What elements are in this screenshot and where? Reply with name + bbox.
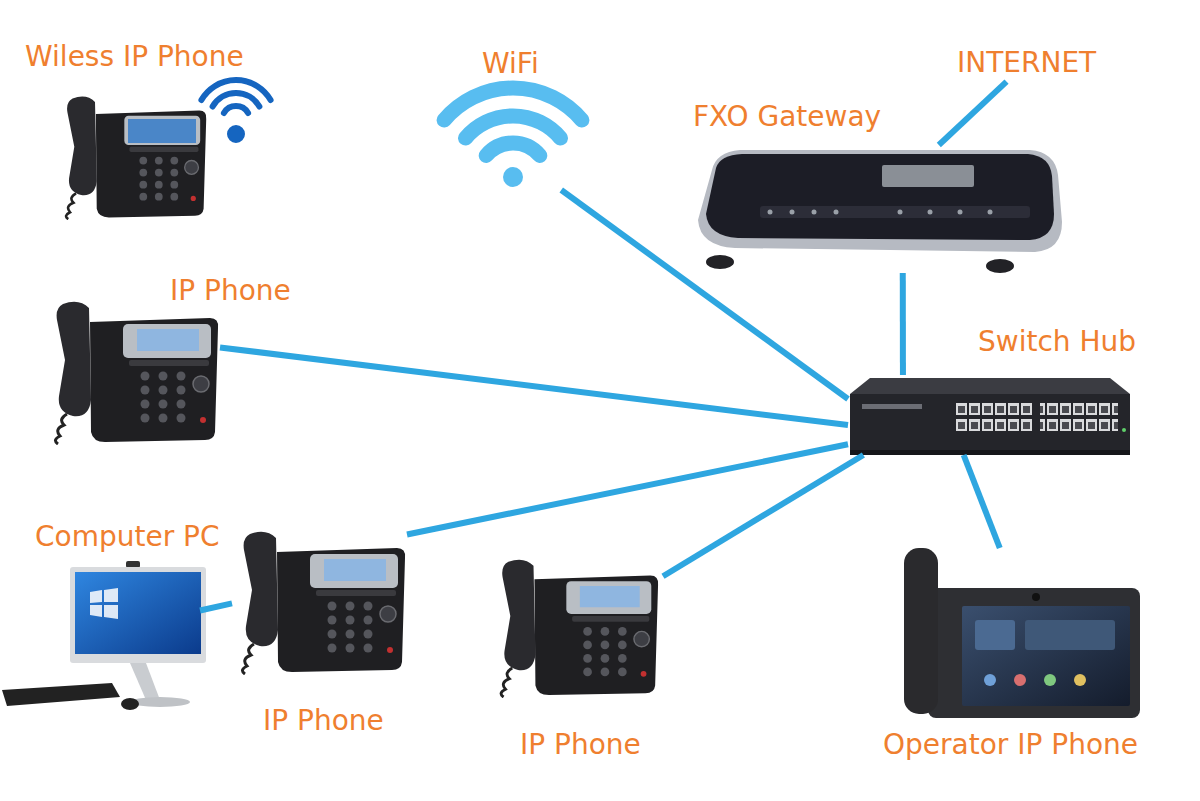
device-label: WiFi bbox=[482, 47, 539, 81]
device-label: IP Phone bbox=[170, 274, 291, 308]
wireless-phone-art bbox=[66, 97, 206, 220]
operator-phone-art bbox=[1074, 674, 1086, 686]
wireless-phone-art bbox=[66, 97, 206, 220]
wifi-icon bbox=[466, 116, 561, 138]
ip-phone-art bbox=[242, 532, 405, 674]
switch-art bbox=[1122, 428, 1126, 432]
network-switch: Switch Hub bbox=[848, 375, 1133, 455]
computer-art bbox=[2, 561, 206, 710]
network-cable bbox=[407, 444, 848, 534]
network-cable bbox=[561, 190, 848, 399]
fxo-gateway-art bbox=[958, 210, 963, 215]
network-cable bbox=[663, 455, 863, 576]
fxo-gateway-art bbox=[698, 150, 1062, 273]
fxo-gateway-art bbox=[790, 210, 795, 215]
operator-phone-art bbox=[904, 548, 938, 714]
wireless-icon bbox=[201, 80, 270, 100]
ip-phone: IP Phone bbox=[488, 558, 663, 698]
network-cable bbox=[964, 455, 1000, 548]
wireless-icon bbox=[213, 93, 260, 107]
fxo-gateway-art bbox=[988, 210, 993, 215]
operator-phone-art bbox=[1044, 674, 1056, 686]
wireless-icon bbox=[226, 124, 246, 144]
computer-art bbox=[75, 572, 201, 654]
computer-art bbox=[70, 567, 206, 663]
wifi-icon bbox=[444, 88, 582, 120]
internet-cloud: INTERNET bbox=[952, 44, 1101, 82]
fxo-gateway-art bbox=[928, 210, 933, 215]
computer: Computer PC bbox=[5, 565, 200, 715]
network-cable bbox=[939, 82, 1007, 145]
switch-art bbox=[850, 378, 1130, 455]
operator-phone-art bbox=[962, 606, 1130, 706]
wifi-icon bbox=[444, 88, 582, 187]
wireless-phone: Wiless IP Phone bbox=[55, 80, 275, 222]
device-label: IP Phone bbox=[520, 728, 641, 762]
fxo-gateway-art bbox=[768, 210, 773, 215]
device-label: FXO Gateway bbox=[693, 100, 881, 134]
fxo-gateway: FXO Gateway bbox=[695, 145, 1060, 273]
ip-phone-art bbox=[501, 560, 658, 697]
switch-art bbox=[1040, 402, 1118, 434]
fxo-gateway-art bbox=[834, 210, 839, 215]
network-cable bbox=[900, 273, 906, 375]
device-label: Operator IP Phone bbox=[883, 728, 1138, 762]
computer-art bbox=[130, 697, 190, 707]
operator-phone-art bbox=[1014, 674, 1026, 686]
computer-art bbox=[2, 683, 120, 706]
fxo-gateway-art bbox=[898, 210, 903, 215]
ip-phone-art bbox=[55, 302, 218, 444]
switch-art bbox=[955, 402, 1033, 434]
computer-art bbox=[90, 605, 102, 617]
computer-art bbox=[104, 605, 118, 619]
switch-art bbox=[850, 394, 1130, 452]
fxo-gateway-art bbox=[760, 206, 1030, 218]
fxo-gateway-art bbox=[986, 259, 1014, 273]
operator-phone-art bbox=[1025, 620, 1115, 650]
operator-phone-art bbox=[928, 588, 1140, 718]
operator-phone-art bbox=[904, 548, 1140, 718]
computer-art bbox=[104, 588, 118, 602]
network-cable bbox=[220, 347, 848, 425]
computer-art bbox=[130, 663, 160, 700]
device-label: INTERNET bbox=[957, 46, 1096, 80]
computer-art bbox=[90, 590, 102, 603]
operator-phone-art bbox=[1032, 593, 1040, 601]
ip-phone: IP Phone bbox=[232, 530, 407, 675]
ip-phone-art bbox=[501, 560, 658, 697]
wifi-icon bbox=[486, 143, 540, 155]
fxo-gateway-art bbox=[698, 150, 1062, 252]
device-label: Switch Hub bbox=[978, 325, 1136, 359]
wifi-access: WiFi bbox=[445, 85, 580, 190]
computer-art bbox=[121, 698, 139, 710]
wireless-phone-art bbox=[128, 119, 196, 143]
ip-phone-art bbox=[55, 302, 218, 444]
device-label: Computer PC bbox=[35, 520, 220, 554]
ip-phone-art bbox=[242, 532, 405, 674]
operator-phone: Operator IP Phone bbox=[900, 548, 1140, 718]
device-label: Wiless IP Phone bbox=[25, 40, 244, 74]
computer-art bbox=[126, 561, 140, 568]
fxo-gateway-art bbox=[812, 210, 817, 215]
wireless-icon bbox=[224, 106, 248, 113]
fxo-gateway-art bbox=[882, 165, 974, 187]
device-label: IP Phone bbox=[263, 704, 384, 738]
switch-art bbox=[862, 404, 922, 409]
switch-art bbox=[850, 378, 1130, 394]
fxo-gateway-art bbox=[706, 154, 1054, 240]
ip-phone: IP Phone bbox=[45, 300, 220, 445]
network-cable bbox=[200, 603, 232, 610]
operator-phone-art bbox=[975, 620, 1015, 650]
wifi-icon bbox=[503, 167, 523, 187]
wireless-icon bbox=[201, 80, 270, 144]
operator-phone-art bbox=[984, 674, 996, 686]
switch-art bbox=[850, 450, 1130, 455]
fxo-gateway-art bbox=[706, 255, 734, 269]
